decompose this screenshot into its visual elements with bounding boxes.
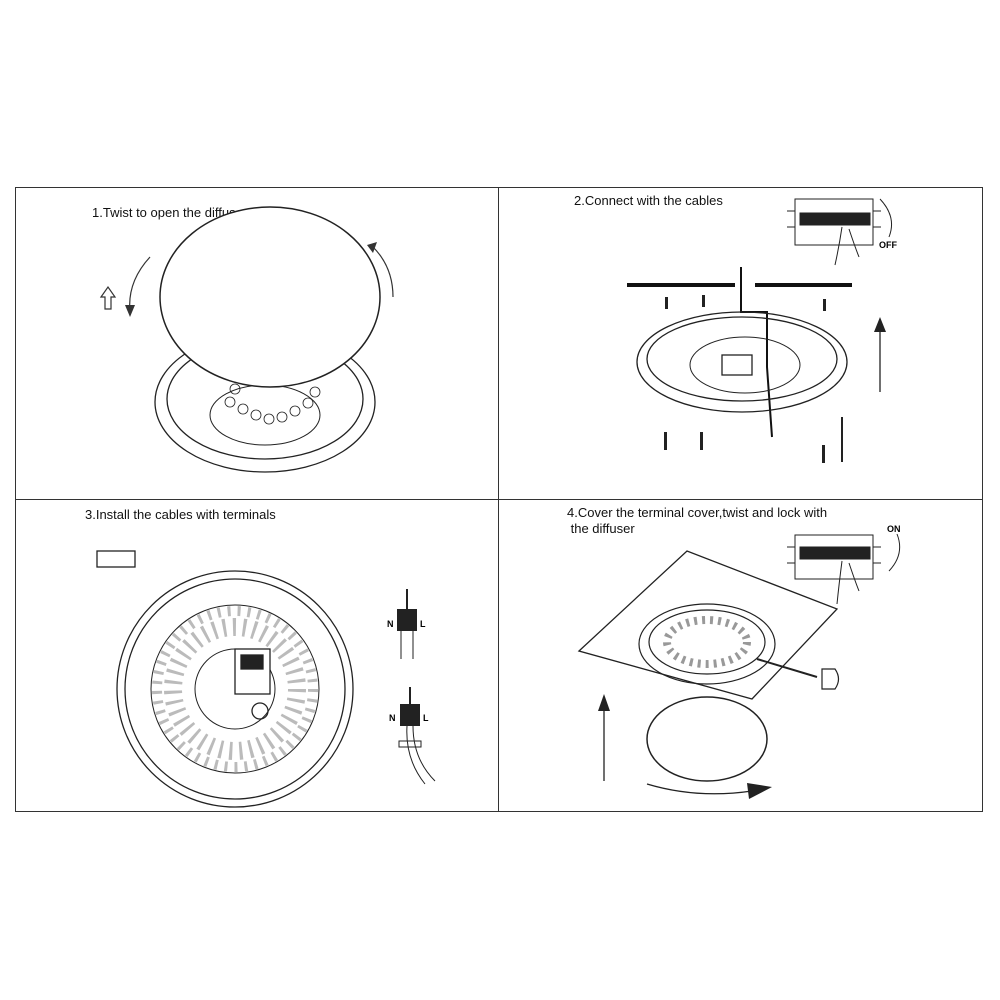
fixture-base xyxy=(636,311,848,413)
step-4-panel: 4.Cover the terminal cover,twist and loc… xyxy=(497,499,983,812)
up-arrow-icon xyxy=(598,694,610,781)
fixture-top-view xyxy=(116,570,354,808)
step-2-title: 2.Connect with the cables xyxy=(574,193,723,208)
wiring-diagram-2: N L xyxy=(389,687,436,785)
step-4-illustration: ON xyxy=(577,524,901,799)
terminal-cover-icon xyxy=(821,668,840,690)
rotate-arrow-right-icon xyxy=(372,246,394,298)
circuit-breaker-icon xyxy=(787,533,901,605)
neutral-label: N xyxy=(389,713,396,723)
step-2-panel: 2.Connect with the cables OFF xyxy=(497,187,983,499)
rotate-arrow-left-icon xyxy=(129,256,151,313)
live-label: L xyxy=(420,619,426,629)
wiring-diagram-1: N L xyxy=(387,589,426,659)
diffuser xyxy=(159,206,381,388)
divider-horizontal xyxy=(16,499,982,500)
rotate-arrow-icon xyxy=(646,783,772,799)
step-4-title: 4.Cover the terminal cover,twist and loc… xyxy=(567,505,828,536)
up-arrow-icon xyxy=(874,317,886,392)
step-3-illustration: N L N L xyxy=(96,550,436,808)
step-1-panel: 1.Twist to open the diffuser xyxy=(15,187,497,499)
live-label: L xyxy=(423,713,429,723)
screws xyxy=(664,295,826,463)
fixture-base xyxy=(638,603,776,685)
ceiling-panel xyxy=(577,550,839,700)
terminal-block-icon xyxy=(96,550,136,568)
up-arrow-icon xyxy=(99,285,117,310)
step-2-illustration: OFF xyxy=(627,198,897,463)
circuit-breaker-icon xyxy=(787,198,892,266)
switch-state-on: ON xyxy=(887,524,901,534)
neutral-label: N xyxy=(387,619,394,629)
diffuser xyxy=(646,696,768,782)
instruction-grid xyxy=(15,187,983,812)
step-3-title: 3.Install the cables with terminals xyxy=(85,507,276,522)
switch-state-off: OFF xyxy=(879,240,897,250)
step-3-panel: 3.Install the cables with terminals N L xyxy=(15,499,497,812)
step-1-illustration xyxy=(99,206,394,473)
